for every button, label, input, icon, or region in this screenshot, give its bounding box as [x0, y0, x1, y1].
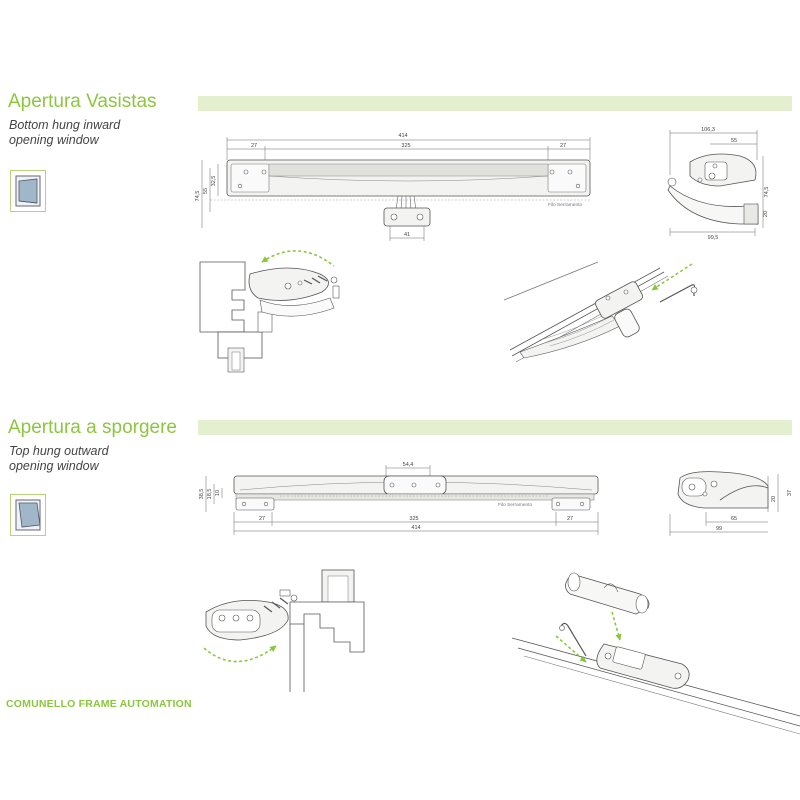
dim-side-106-3: 106,3	[701, 127, 715, 133]
section-2-title: Apertura a sporgere	[8, 417, 177, 438]
section-2-subtitle-line2: opening window	[9, 459, 99, 473]
filo-serramento-note-1: Filo Serramento	[548, 202, 582, 208]
vasistas-front-view: 414 27 325 27 74,5 55 32,5 Filo Serramen…	[195, 133, 591, 241]
dim-side-20-b: 20	[771, 496, 777, 502]
vasistas-detail-frame	[199, 250, 340, 373]
sporgere-side-view: 20 37 65 99	[669, 471, 793, 536]
dim-inner-325-b: 325	[409, 516, 418, 522]
dim-total-414-b: 414	[411, 525, 420, 531]
dim-height-10: 10	[215, 490, 221, 496]
section-1-subtitle-line1: Bottom hung inward	[9, 118, 121, 132]
dim-side-55: 55	[731, 138, 737, 144]
chain-bracket	[383, 195, 431, 227]
sporgere-front-view: 54,4 38,5 18,5 10 Filo Serramento 27 325…	[199, 462, 599, 535]
section-2-subtitle: Top hung outward opening window	[9, 444, 109, 474]
rotation-arrow-2	[203, 645, 277, 663]
sporgere-detail-frame	[203, 569, 365, 692]
filo-serramento-note-2: Filo Serramento	[498, 502, 532, 508]
dim-side-74-5: 74,5	[764, 187, 770, 198]
rotation-arrow-1	[261, 250, 335, 267]
dim-side-37: 37	[787, 490, 793, 496]
dim-side-65: 65	[731, 516, 737, 522]
vasistas-detail-perspective	[503, 261, 698, 363]
brand-label: COMUNELLO FRAME AUTOMATION	[6, 698, 192, 710]
dim-total-414: 414	[398, 133, 407, 139]
section-1-title: Apertura Vasistas	[8, 91, 157, 112]
dim-top-54-4: 54,4	[403, 462, 414, 468]
dim-height-32-5: 32,5	[211, 176, 217, 187]
section-2-header-bar	[198, 420, 792, 435]
dim-right-27: 27	[560, 143, 566, 149]
dim-inner-325: 325	[401, 143, 410, 149]
dim-bracket-41: 41	[404, 232, 410, 238]
section-1-subtitle-line2: opening window	[9, 133, 99, 147]
inward-window-icon	[10, 170, 46, 212]
dim-height-55: 55	[203, 188, 209, 194]
section-1-header-bar	[198, 96, 792, 111]
vasistas-side-view: 106,3 55 74,5 20 99,5	[667, 127, 770, 241]
outward-window-icon	[10, 494, 46, 536]
dim-height-38-5: 38,5	[199, 489, 205, 500]
insert-arrow-2-side	[555, 635, 587, 663]
dim-left-27-b: 27	[259, 516, 265, 522]
dim-height-18-5: 18,5	[207, 489, 213, 500]
insert-arrow-1	[651, 263, 693, 291]
dim-right-27-b: 27	[567, 516, 573, 522]
section-2-subtitle-line1: Top hung outward	[9, 444, 109, 458]
dim-side-20: 20	[763, 211, 769, 217]
dim-side-99: 99	[716, 526, 722, 532]
dim-left-27: 27	[251, 143, 257, 149]
insert-arrow-2-down	[611, 611, 622, 641]
dim-height-74-5: 74,5	[195, 191, 201, 202]
sporgere-detail-perspective	[511, 572, 800, 735]
dim-side-99-5: 99,5	[708, 235, 719, 241]
section-1-subtitle: Bottom hung inward opening window	[9, 118, 120, 148]
